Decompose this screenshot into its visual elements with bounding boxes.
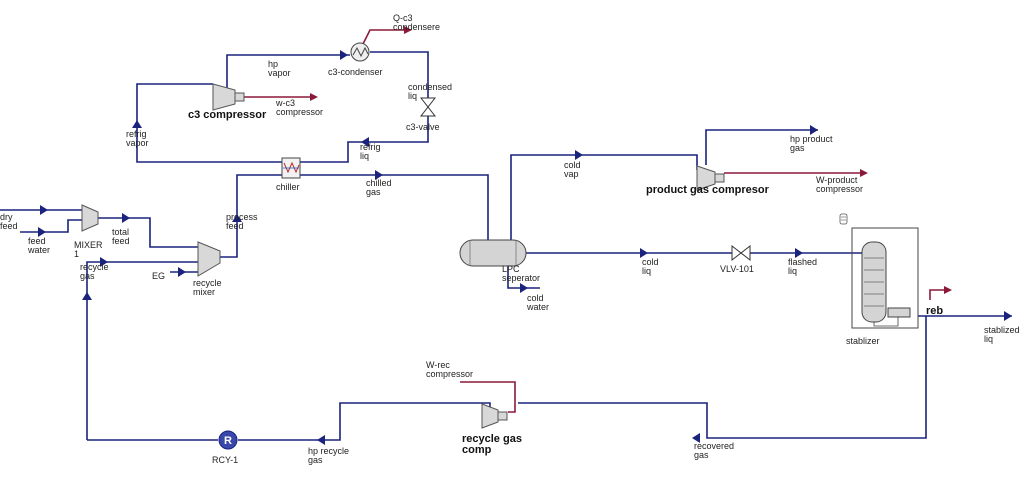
label-chiller: chiller (276, 182, 300, 192)
label-rcy-1: RCY-1 (212, 455, 238, 465)
label-stablizer: stablizer (846, 336, 880, 346)
stablizer-tag-icon (839, 213, 848, 225)
refrig-vapor-stream[interactable] (136, 83, 282, 163)
c3-condensed-liq-stream[interactable] (370, 51, 429, 98)
lpc-seperator-icon[interactable] (459, 239, 527, 267)
energy-arrows (310, 26, 952, 294)
hp-product-gas-stream[interactable] (705, 129, 818, 165)
c3-valve-icon[interactable] (419, 97, 437, 117)
w-rec-compressor-energy[interactable] (460, 381, 516, 413)
mixer-1-icon[interactable] (81, 204, 99, 232)
label-c3-condenser: c3-condenser (328, 67, 383, 77)
product-gas-compresor-icon[interactable] (696, 165, 725, 191)
cold-vap-stream[interactable] (510, 154, 698, 240)
label-reb: reb (926, 305, 943, 317)
svg-text:R: R (224, 435, 232, 447)
chiller-icon[interactable] (281, 157, 301, 179)
hp-vapor-stream[interactable] (226, 54, 350, 90)
vlv-101-icon[interactable] (731, 244, 751, 262)
label-c3-valve: c3-valve (406, 122, 440, 132)
c3-compressor-icon[interactable] (212, 83, 245, 111)
recovered-gas-stream[interactable] (518, 316, 927, 439)
stream-arrows (38, 50, 1012, 445)
feed-water-stream[interactable] (20, 219, 82, 233)
recycle-gas-stream[interactable] (86, 261, 198, 440)
c3-condenser-icon[interactable] (350, 42, 370, 62)
label-product-gas-compresor: product gas compresor (646, 184, 770, 196)
label-eg: EG (152, 271, 165, 281)
hp-recycle-gas-stream[interactable] (238, 402, 491, 441)
label-vlv-101: VLV-101 (720, 264, 754, 274)
rcy-1-icon[interactable]: R (218, 430, 238, 450)
c3-valve-outlet-stream[interactable] (300, 116, 429, 163)
stablizer-icon[interactable] (851, 227, 919, 329)
q-c3-condensere-energy[interactable] (361, 29, 404, 47)
cold-water-stream[interactable] (507, 266, 540, 289)
chilled-gas-stream[interactable] (300, 174, 489, 240)
recycle-gas-comp-icon[interactable] (481, 403, 508, 429)
recycle-mixer-icon[interactable] (197, 241, 221, 277)
reb-energy[interactable] (929, 289, 944, 300)
label-c3-compressor: c3 compressor (188, 109, 267, 121)
